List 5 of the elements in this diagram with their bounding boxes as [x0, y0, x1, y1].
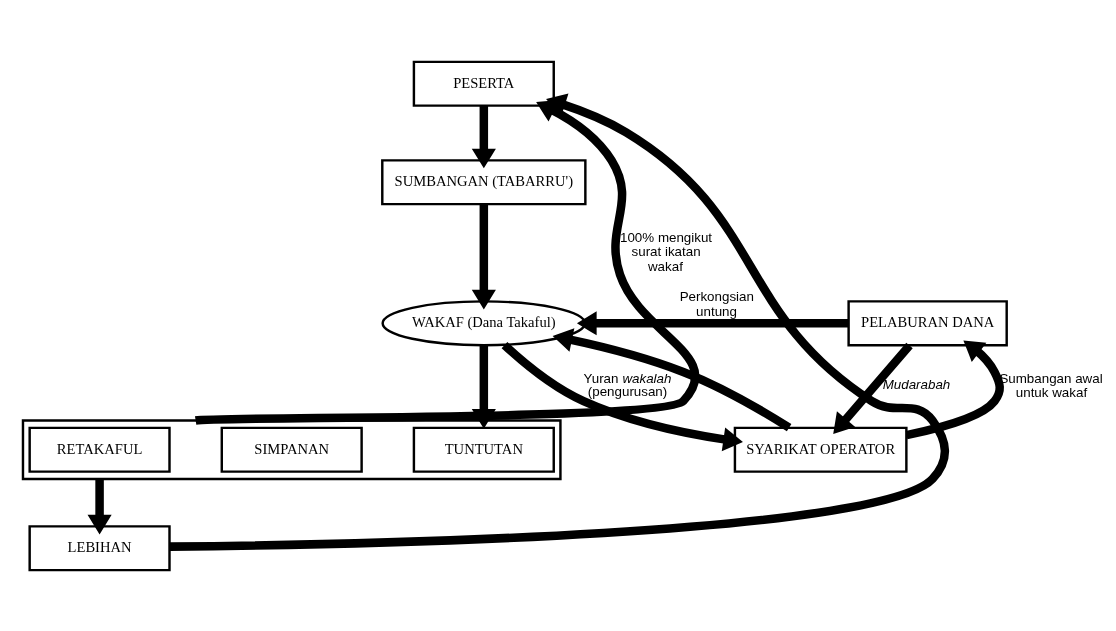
edge-label: Yuran wakalah (pengurusan) — [583, 370, 672, 399]
edge-label: Mudarabah — [882, 376, 951, 392]
edge-label: 100% mengikut surat ikatan wakaf — [620, 229, 713, 274]
edge-label: Sumbangan awal untuk wakaf — [999, 370, 1103, 400]
edge-label: Perkongsian untung — [679, 288, 754, 319]
